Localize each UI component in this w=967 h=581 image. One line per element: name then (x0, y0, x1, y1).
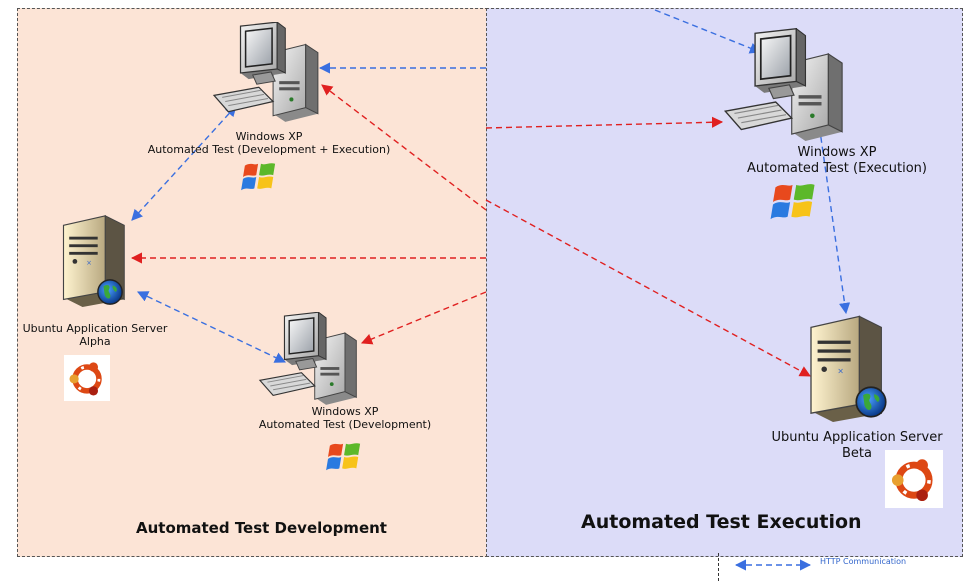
windows-logo-icon (326, 440, 364, 474)
windows-xp-dev-role: Automated Test (Development) (258, 418, 432, 432)
windows-xp-exec-label: Windows XP Automated Test (Execution) (712, 145, 962, 176)
windows-xp-dev-os: Windows XP (311, 405, 379, 418)
globe-icon (854, 385, 888, 419)
ubuntu-server-beta-name: Ubuntu Application Server (771, 430, 943, 445)
execution-zone: Automated Test Execution (486, 8, 963, 557)
red-arrow-to-xp-exec (485, 116, 724, 129)
execution-zone-title: Automated Test Execution (581, 511, 862, 533)
legend-http-arrow-icon (734, 559, 812, 571)
windows-xp-dev-label: Windows XP Automated Test (Development) (225, 405, 465, 431)
http-arrow-top-to-xp-exec (654, 9, 762, 54)
globe-icon (96, 278, 124, 306)
red-arrow-to-xp-dev (360, 291, 487, 345)
red-arrow-to-beta (485, 199, 811, 377)
windows-logo-icon (770, 180, 820, 224)
http-arrow-devexec-alpha (131, 105, 237, 221)
windows-xp-dev-exec-label: Windows XP Automated Test (Development +… (134, 130, 404, 156)
windows-xp-dev-computer-icon (258, 312, 362, 407)
ubuntu-logo-icon (884, 450, 944, 508)
windows-xp-dev-exec-computer-icon (212, 22, 324, 124)
ubuntu-server-beta-label: Ubuntu Application Server Beta (752, 430, 962, 461)
ubuntu-logo-icon (64, 355, 110, 401)
legend: HTTP Communication (718, 553, 967, 581)
ubuntu-server-alpha-label: Ubuntu Application Server Alpha (10, 322, 180, 348)
windows-xp-exec-computer-icon (723, 28, 849, 144)
legend-http-label: HTTP Communication (820, 557, 907, 566)
development-zone-title: Automated Test Development (136, 519, 387, 537)
http-arrow-alpha-xp-dev (136, 291, 287, 363)
ubuntu-server-alpha-name: Ubuntu Application Server (22, 322, 168, 335)
windows-xp-dev-exec-os: Windows XP (235, 130, 303, 143)
legend-divider (718, 553, 719, 581)
windows-xp-dev-exec-role: Automated Test (Development + Execution) (147, 143, 391, 157)
http-arrow-xp-exec-beta (813, 115, 851, 315)
red-arrow-to-devexec (321, 84, 487, 211)
ubuntu-server-alpha-suffix: Alpha (79, 335, 111, 349)
windows-xp-exec-role: Automated Test (Execution) (747, 160, 927, 176)
ubuntu-server-beta-suffix: Beta (842, 445, 872, 461)
windows-logo-icon (241, 160, 279, 194)
windows-xp-exec-os: Windows XP (797, 145, 877, 160)
